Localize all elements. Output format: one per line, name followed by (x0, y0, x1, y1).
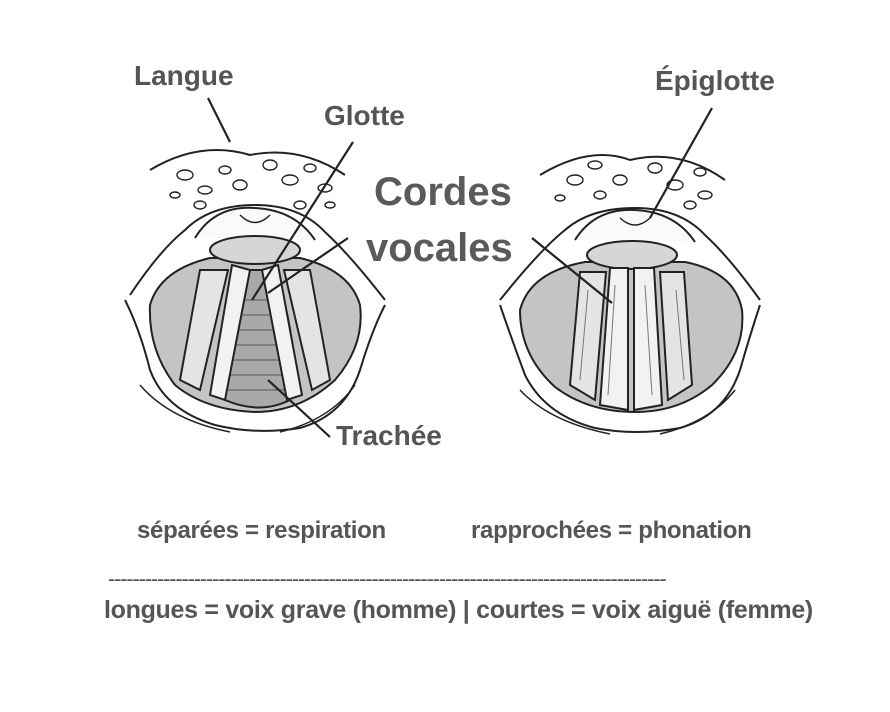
trachee-label: Trachée (336, 420, 442, 451)
cordes-vocales-label-line1: Cordes (374, 170, 512, 214)
leader-lines (207, 97, 713, 438)
caption-left: séparées = respiration (137, 517, 386, 544)
separator-line: ----------------------------------------… (108, 566, 667, 591)
langue-label: Langue (134, 60, 234, 91)
cordes-left-leader-line (267, 237, 349, 294)
langue-leader-line (207, 97, 231, 143)
trachee-leader-line (267, 379, 331, 438)
epiglotte-label: Épiglotte (655, 65, 775, 96)
epiglotte-leader-line (649, 107, 713, 219)
cordes-right-leader-line (531, 237, 613, 304)
glotte-leader-line (251, 141, 354, 301)
larynx-open-illustration (124, 149, 386, 433)
glotte-label: Glotte (324, 100, 405, 131)
caption-right: rapprochées = phonation (471, 517, 752, 544)
cordes-vocales-label-line2: vocales (366, 226, 513, 270)
caption-bottom: longues = voix grave (homme) | courtes =… (104, 596, 813, 624)
larynx-closed-illustration (499, 154, 761, 435)
